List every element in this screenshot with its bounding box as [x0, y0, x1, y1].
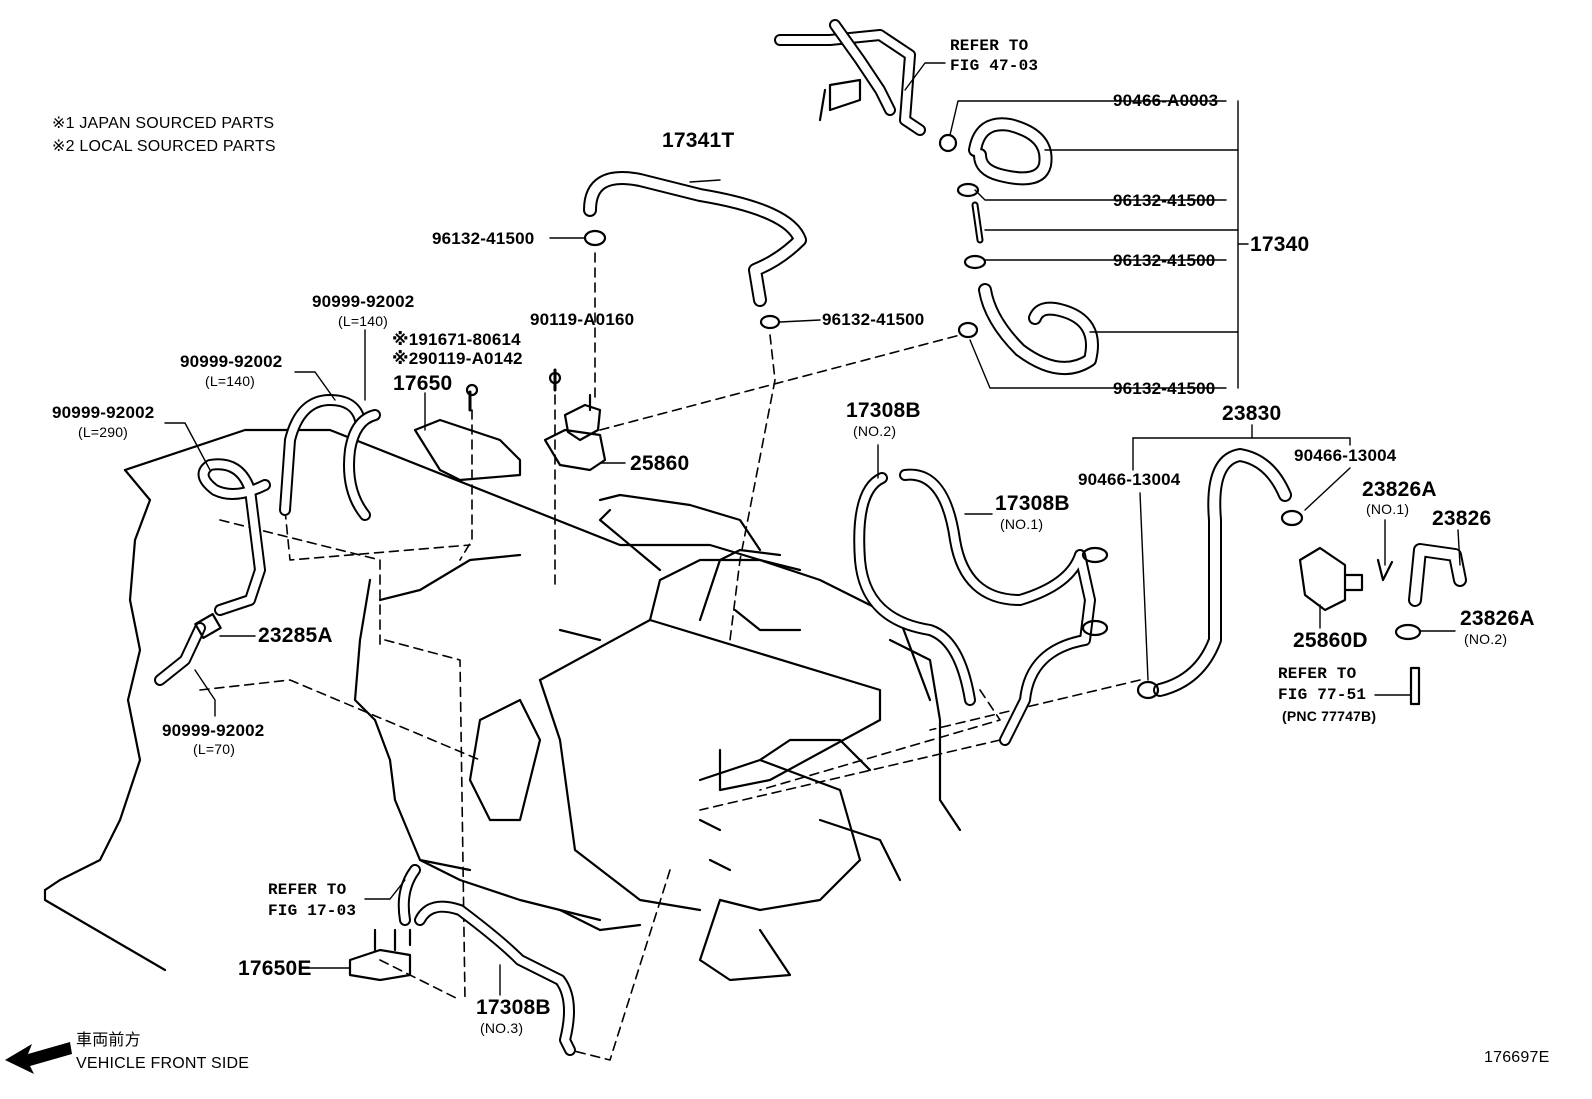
refer-fig-77-51-pnc: (PNC 77747B): [1282, 708, 1377, 724]
part-23826A-no1-sub: (NO.1): [1366, 501, 1410, 517]
refer-fig-17-03-line1: REFER TO: [268, 881, 347, 899]
part-96132-41500-right-2: 96132-41500: [1113, 251, 1216, 270]
refer-fig-47-03-line2: FIG 47-03: [950, 57, 1039, 75]
part-23826A-no2-sub: (NO.2): [1464, 631, 1508, 647]
front-direction-english: VEHICLE FRONT SIDE: [76, 1055, 250, 1072]
refer-fig-17-03-line2: FIG 17-03: [268, 902, 357, 920]
part-17650E: 17650E: [238, 957, 312, 980]
engine-outline: [43, 428, 962, 982]
front-direction-japanese: 車両前方: [76, 1032, 141, 1049]
part-90119-A0160: 90119-A0160: [530, 310, 635, 329]
part-23285A: 23285A: [258, 624, 333, 647]
part-23830: 23830: [1222, 402, 1282, 425]
part-290119-A0142: ※290119-A0142: [392, 349, 523, 368]
part-96132-41500-center: 96132-41500: [822, 310, 925, 329]
part-90999-92002-top: 90999-92002: [312, 292, 415, 311]
part-17340: 17340: [1250, 233, 1310, 256]
part-191671-80614: ※191671-80614: [392, 330, 521, 349]
refer-fig-47-03-line1: REFER TO: [950, 37, 1029, 55]
dashed-leaders: [199, 252, 1141, 1061]
part-90999-92002-mid: 90999-92002: [180, 352, 283, 371]
leader-lines: [164, 62, 1461, 996]
note-local-sourced: ※2 LOCAL SOURCED PARTS: [52, 138, 276, 155]
part-17308B-no1-sub: (NO.1): [1000, 516, 1044, 532]
part-17308B-no3: 17308B: [476, 996, 551, 1019]
part-90466-13004-right: 90466-13004: [1294, 446, 1397, 465]
part-90999-92002-low-length: (L=70): [193, 741, 236, 757]
part-23826A-no1: 23826A: [1362, 478, 1437, 501]
part-23826A-no2: 23826A: [1460, 607, 1535, 630]
part-90999-92002-left: 90999-92002: [52, 403, 155, 422]
part-17308B-no2: 17308B: [846, 399, 921, 422]
part-96132-41500-left: 96132-41500: [432, 229, 535, 248]
part-17308B-no1: 17308B: [995, 492, 1070, 515]
part-17341T: 17341T: [662, 129, 735, 152]
part-90466-13004-left: 90466-13004: [1078, 470, 1181, 489]
part-17308B-no2-sub: (NO.2): [853, 423, 897, 439]
part-25860D: 25860D: [1293, 629, 1368, 652]
part-90999-92002-top-length: (L=140): [338, 313, 389, 329]
part-90999-92002-left-length: (L=290): [78, 424, 129, 440]
part-17650: 17650: [393, 372, 453, 395]
part-90466-A0003: 90466-A0003: [1113, 91, 1219, 110]
part-90999-92002-mid-length: (L=140): [205, 373, 256, 389]
note-japan-sourced: ※1 JAPAN SOURCED PARTS: [52, 115, 275, 132]
refer-fig-77-51-line1: REFER TO: [1278, 665, 1357, 683]
part-90999-92002-low: 90999-92002: [162, 721, 265, 740]
arrow-left-icon: [5, 1042, 72, 1074]
part-96132-41500-right-1: 96132-41500: [1113, 191, 1216, 210]
part-23826: 23826: [1432, 507, 1492, 530]
refer-fig-77-51-line2: FIG 77-51: [1278, 686, 1367, 704]
part-25860: 25860: [630, 452, 690, 475]
figure-id: 176697E: [1484, 1049, 1550, 1066]
part-17308B-no3-sub: (NO.3): [480, 1020, 524, 1036]
part-96132-41500-right-3: 96132-41500: [1113, 379, 1216, 398]
